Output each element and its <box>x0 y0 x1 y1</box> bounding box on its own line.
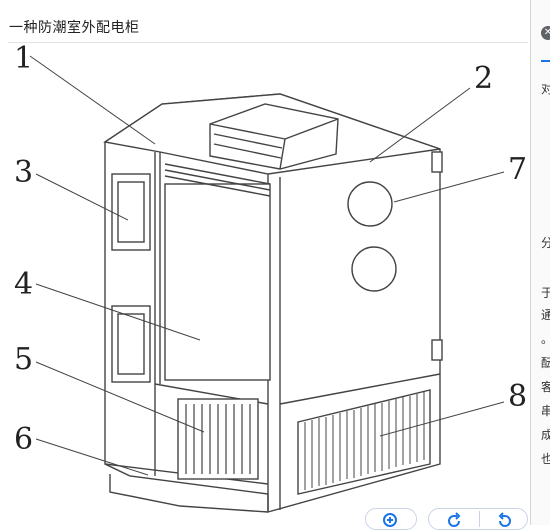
image-viewer: 一种防潮室外配电柜 <box>8 0 531 530</box>
undo-button[interactable] <box>480 509 528 529</box>
zoom-button[interactable] <box>365 508 417 530</box>
side-text-fragment: 也 <box>541 452 550 466</box>
side-text-fragment: 成 <box>541 428 550 442</box>
side-text-fragment: 。 <box>541 330 550 347</box>
group-divider <box>479 511 480 527</box>
side-text-fragment: 对 <box>541 82 550 96</box>
rotate-undo-group <box>428 508 528 530</box>
side-text-fragment: 于 <box>541 286 550 300</box>
callout-label-5: 5 <box>14 342 33 377</box>
patent-figure: 1 2 3 4 5 6 7 8 <box>14 44 527 513</box>
callout-label-7: 7 <box>508 152 527 187</box>
callout-label-2: 2 <box>474 61 493 96</box>
side-text-fragment: 客 <box>541 380 550 394</box>
rotate-button[interactable] <box>429 509 479 529</box>
side-text-fragment: 酝 <box>541 356 550 370</box>
callout-label-8: 8 <box>508 379 527 414</box>
callout-label-6: 6 <box>14 422 33 457</box>
callout-label-3: 3 <box>14 155 33 190</box>
zoom-in-icon <box>383 513 397 527</box>
side-text-fragment: 串 <box>541 404 550 418</box>
side-text-fragment: 通 <box>541 308 550 322</box>
side-text-fragment: 分 <box>541 236 550 250</box>
undo-icon <box>498 512 511 527</box>
callout-label-4: 4 <box>14 267 33 302</box>
page-title: 一种防潮室外配电柜 <box>9 20 140 36</box>
side-panel <box>531 0 550 525</box>
close-icon[interactable]: ✕ <box>541 26 550 40</box>
title-divider <box>8 42 528 43</box>
rotate-right-icon <box>448 512 461 527</box>
side-accent-line <box>541 60 550 62</box>
callout-label-1: 1 <box>14 44 33 76</box>
